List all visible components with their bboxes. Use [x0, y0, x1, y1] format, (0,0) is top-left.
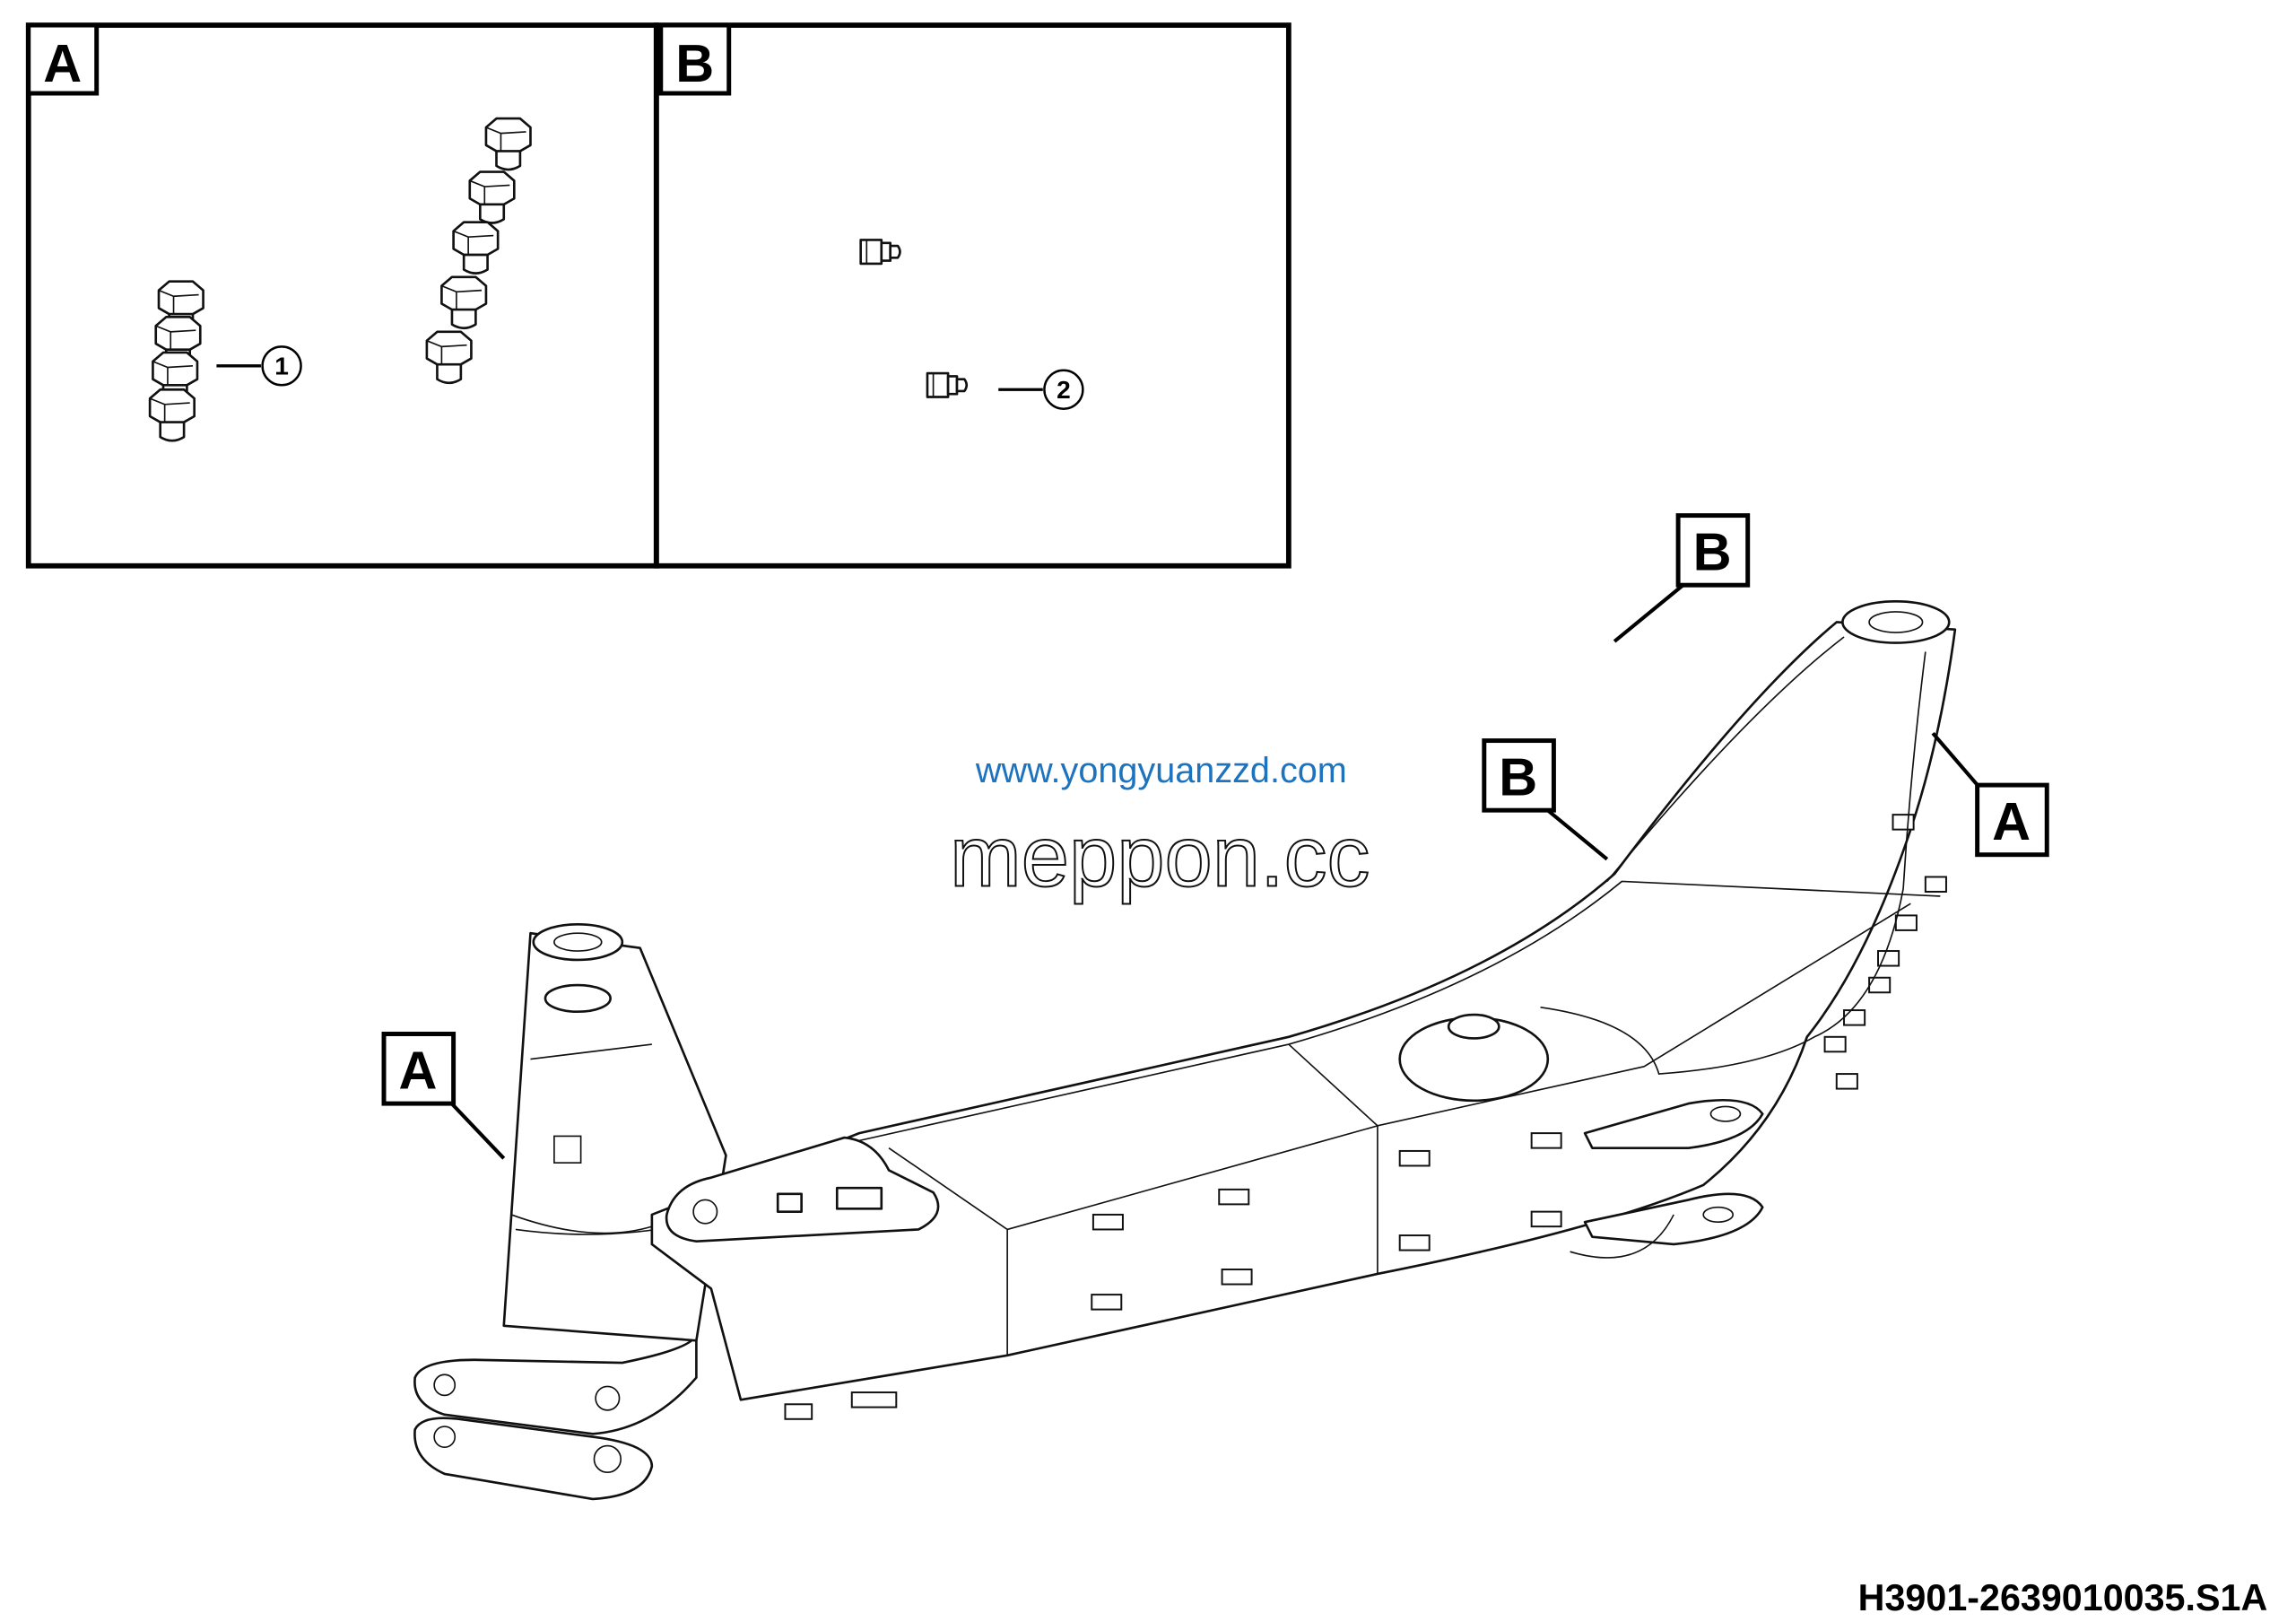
- panel-a-label: A: [43, 33, 82, 93]
- bolt-stack-icon: [148, 280, 204, 442]
- watermark-outline: meppon.cc: [950, 808, 1370, 904]
- grease-fitting-icon: [926, 371, 969, 398]
- label-b-top: B: [1693, 522, 1732, 582]
- callout-1-circle: [261, 345, 302, 387]
- drawing-number: H3901-2639010035.S1A: [1858, 1577, 2268, 1618]
- bolt-column-icon: [425, 117, 532, 385]
- callout-2-circle: [1043, 369, 1084, 410]
- watermark-url: www.yongyuanzzd.com: [975, 751, 1347, 790]
- panel-a-frame: [25, 22, 659, 569]
- detail-panel-a: A 1: [25, 22, 659, 569]
- panel-b-label: B: [675, 33, 714, 93]
- label-a-right: A: [1992, 791, 2031, 851]
- callout-1: 1: [274, 353, 289, 380]
- location-label-right-a: A: [1931, 731, 2049, 858]
- boom-frame-drawing: [413, 600, 1957, 1501]
- panel-a-label-box: [26, 22, 100, 96]
- label-b-mid: B: [1499, 747, 1537, 807]
- callout-2: 2: [1057, 376, 1071, 404]
- location-label-top-b: B: [1613, 513, 1751, 643]
- detail-panel-b: B 2: [653, 22, 1292, 569]
- panel-b-frame: [653, 22, 1292, 569]
- location-label-mid-b: B: [1482, 738, 1609, 861]
- panel-b-label-box: [658, 22, 732, 96]
- label-a-left: A: [399, 1041, 438, 1101]
- grease-fitting-icon: [859, 239, 901, 266]
- location-label-left-a: A: [381, 1032, 506, 1160]
